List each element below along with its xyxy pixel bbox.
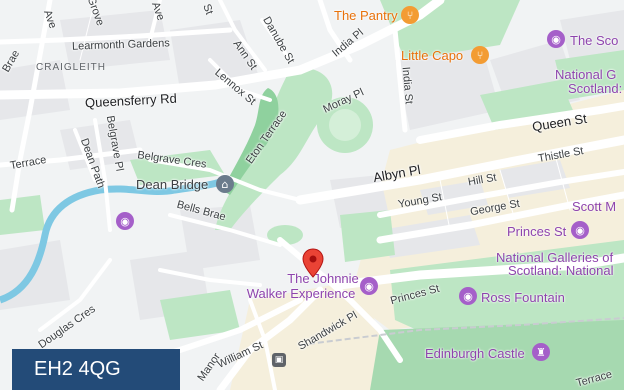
poi-label-johnnie-1[interactable]: The Johnnie bbox=[287, 271, 359, 286]
postcode-badge: EH2 4QG bbox=[12, 349, 180, 390]
poi-label-national-g-1[interactable]: National G bbox=[555, 67, 617, 82]
park-small bbox=[340, 210, 395, 262]
street-label-india-st: India St bbox=[399, 66, 415, 105]
poi-label-the-pantry[interactable]: The Pantry bbox=[334, 8, 398, 23]
camera-icon[interactable]: ◉ bbox=[547, 30, 565, 48]
poi-label-princes-st[interactable]: Princes St bbox=[507, 224, 567, 239]
transit-icon[interactable]: ▣ bbox=[272, 353, 286, 367]
poi-label-scott-m[interactable]: Scott M bbox=[572, 199, 617, 214]
poi-label-little-capo[interactable]: Little Capo bbox=[401, 48, 464, 63]
camera-icon[interactable]: ◉ bbox=[116, 212, 134, 230]
camera-icon[interactable]: ◉ bbox=[459, 287, 477, 305]
poi-label-the-sco[interactable]: The Sco bbox=[570, 33, 619, 48]
poi-label-ross-fountain[interactable]: Ross Fountain bbox=[481, 290, 565, 305]
postcode-label: EH2 4QG bbox=[34, 358, 121, 380]
castle-rock-park bbox=[370, 320, 624, 390]
poi-label-johnnie-2[interactable]: Walker Experience bbox=[246, 286, 356, 301]
poi-label-edinburgh-castle[interactable]: Edinburgh Castle bbox=[425, 346, 525, 361]
landmark-icon[interactable]: ⌂ bbox=[216, 175, 234, 193]
district-label: CRAIGLEITH bbox=[36, 62, 107, 73]
location-pin-icon[interactable] bbox=[302, 248, 324, 278]
fork-knife-icon[interactable]: ⑂ bbox=[401, 6, 419, 24]
dean-gardens-park bbox=[215, 68, 333, 230]
camera-icon[interactable]: ◉ bbox=[571, 221, 589, 239]
castle-icon[interactable]: ♜ bbox=[532, 343, 550, 361]
poi-label-galleries-2[interactable]: Scotland: National bbox=[508, 263, 614, 278]
camera-icon[interactable]: ◉ bbox=[360, 277, 378, 295]
fork-knife-icon[interactable]: ⑂ bbox=[471, 46, 489, 64]
poi-label-national-g-2[interactable]: Scotland: bbox=[568, 81, 623, 96]
poi-label-galleries-1[interactable]: National Galleries of bbox=[496, 250, 614, 265]
poi-label-dean-bridge[interactable]: Dean Bridge bbox=[136, 177, 209, 192]
water-of-leith bbox=[0, 176, 227, 304]
